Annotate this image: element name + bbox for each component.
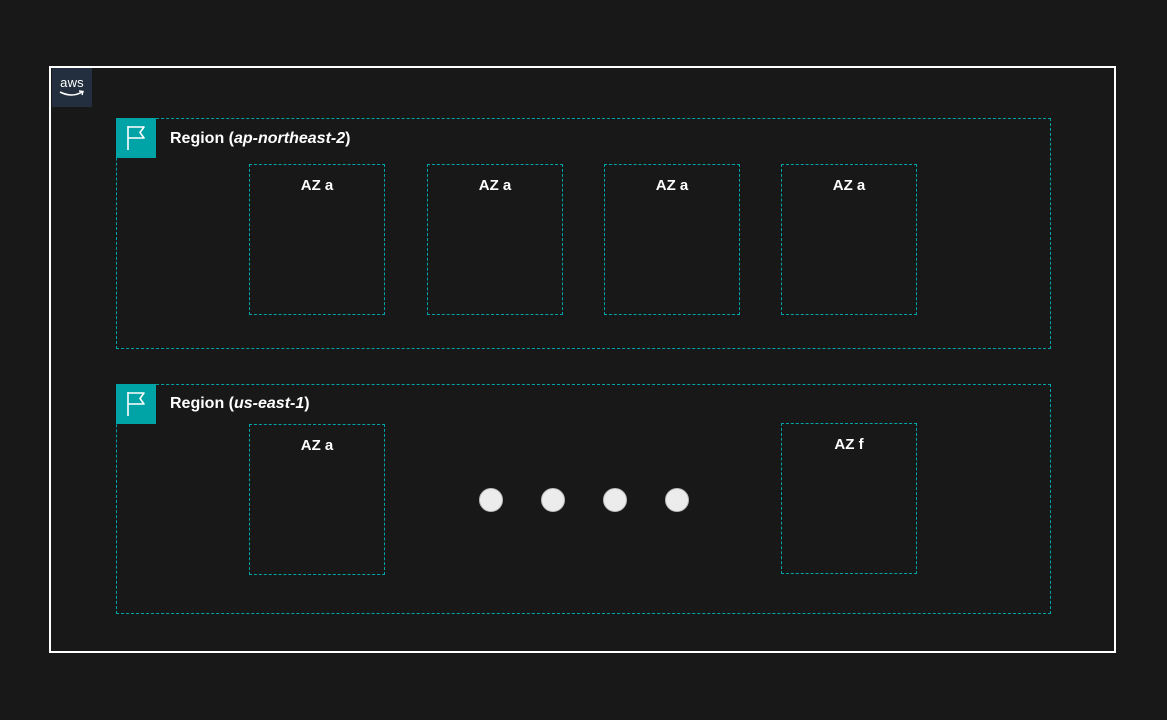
region-label: Region (us-east-1) <box>170 395 310 412</box>
region-flag-icon <box>116 384 156 424</box>
az-box: AZ a <box>427 164 563 315</box>
region-code: us-east-1 <box>234 395 305 412</box>
az-label: AZ a <box>655 177 689 194</box>
aws-logo-text: aws <box>60 75 84 90</box>
az-box: AZ f <box>781 423 917 574</box>
az-label: AZ f <box>834 436 864 453</box>
region-label-text: Region <box>170 130 225 147</box>
aws-logo-icon: aws <box>52 68 92 107</box>
ellipsis-dot-icon <box>603 488 627 512</box>
region-label-text: Region <box>170 395 225 412</box>
region-flag-icon <box>116 118 156 158</box>
aws-smile-icon <box>59 90 84 96</box>
az-label: AZ a <box>300 437 334 454</box>
az-label: AZ a <box>478 177 512 194</box>
region-label: Region (ap-northeast-2) <box>170 130 351 147</box>
az-box: AZ a <box>249 164 385 315</box>
az-label: AZ a <box>300 177 334 194</box>
az-box: AZ a <box>604 164 740 315</box>
region-ap-northeast-2 <box>116 118 1051 349</box>
region-code: ap-northeast-2 <box>234 130 346 147</box>
az-box: AZ a <box>781 164 917 315</box>
ellipsis-dot-icon <box>541 488 565 512</box>
ellipsis-dot-icon <box>665 488 689 512</box>
az-label: AZ a <box>832 177 866 194</box>
az-box: AZ a <box>249 424 385 575</box>
aws-cloud-group <box>49 66 1116 653</box>
ellipsis-dot-icon <box>479 488 503 512</box>
region-us-east-1 <box>116 384 1051 614</box>
